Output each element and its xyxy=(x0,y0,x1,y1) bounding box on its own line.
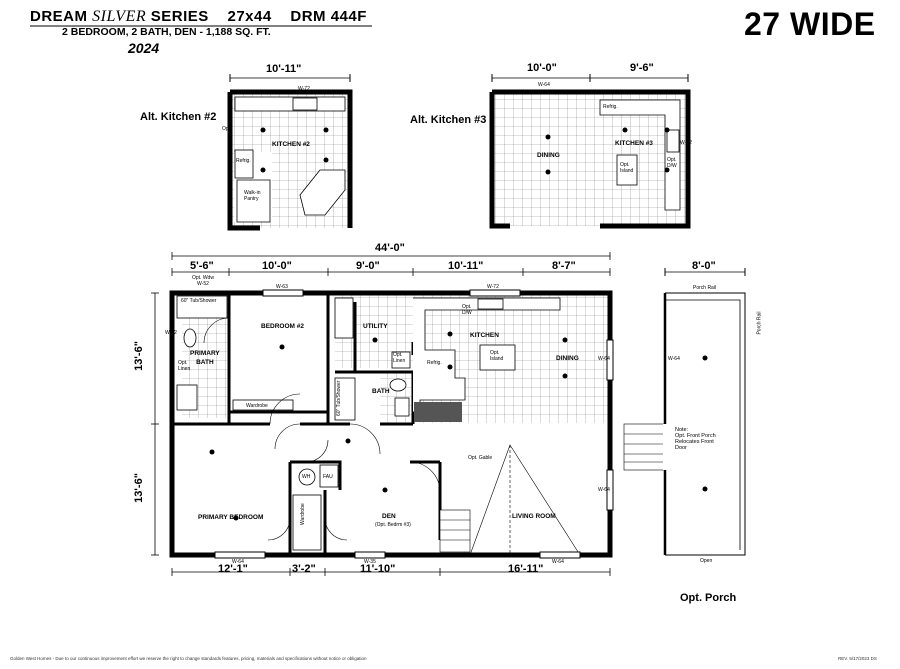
porch-plan xyxy=(623,268,746,556)
porch-rail-top: Porch Rail xyxy=(693,285,717,291)
utility-room: UTILITY xyxy=(363,323,388,330)
k3-refrig-label: Refrig. xyxy=(603,104,618,110)
top-dim-4: 10'-11" xyxy=(448,260,484,272)
bottom-dim-3: 11'-10" xyxy=(360,563,396,575)
opt-gable-note: Opt. Gable xyxy=(468,455,493,461)
w35-note: W-35 xyxy=(364,559,376,565)
left-dim-2: 13'-6" xyxy=(132,473,145,503)
alt-kitchen-3-plan xyxy=(489,74,691,229)
series-title-pre: DREAM xyxy=(30,8,93,25)
opt-island-note: Opt. Island xyxy=(490,350,504,362)
bottom-dim-4: 16'-11" xyxy=(508,563,544,575)
opt-linen-note-2: Opt. Linen xyxy=(178,360,191,372)
series-title-post: SERIES 27x44 DRM 444F xyxy=(146,8,367,25)
footer-revision: REV. 5/17/2023 DS xyxy=(838,656,877,661)
bottom-dim-2: 3'-2" xyxy=(292,563,316,575)
series-title: DREAM SILVER SERIES 27x44 DRM 444F xyxy=(30,8,367,26)
w63-note: W-63 xyxy=(276,284,288,290)
w72-note: W-72 xyxy=(487,284,499,290)
walk-in-pantry-label: Walk-in Pantry xyxy=(244,190,261,202)
opt-wdw-note: Opt. Wdw W-52 xyxy=(192,275,214,287)
opt-linen-note: Opt. Linen xyxy=(393,352,406,364)
dining-room: DINING xyxy=(556,355,579,362)
alt-kitchen-2-label: Alt. Kitchen #2 xyxy=(140,111,217,123)
kitchen-2-room: KITCHEN #2 xyxy=(272,141,310,148)
w52-note: W-52 xyxy=(165,330,177,336)
left-dim-1: 13'-6" xyxy=(132,341,145,371)
porch-dim: 8'-0" xyxy=(692,260,716,272)
wh-note: WH xyxy=(302,474,311,480)
k3-optdw-label: Opt. D/W xyxy=(667,157,677,169)
overall-width-dim: 44'-0" xyxy=(375,242,405,254)
k3-dining-room: DINING xyxy=(537,152,560,159)
primary-bedroom-room: PRIMARY BEDROOM xyxy=(198,514,264,521)
opt-dw-note: Opt. D/W xyxy=(462,304,472,316)
width-badge: 27 WIDE xyxy=(744,6,876,42)
refrig-note: Refrig. xyxy=(427,360,442,366)
den-room: DEN xyxy=(382,513,396,520)
wardrobe-note: Wardrobe xyxy=(246,403,268,409)
alt-kitchen-3-dim-b: 9'-6" xyxy=(630,62,654,74)
alt-kitchen-2-dim: 10'-11" xyxy=(266,63,302,75)
w64-note-a: W-64 xyxy=(598,356,610,362)
k3-island-label: Opt. Island xyxy=(620,162,634,174)
w64-note-b: W-64 xyxy=(598,487,610,493)
den-sub-label: (Opt. Bedrm #3) xyxy=(375,522,411,528)
tub-shower-note: 60" Tub/Shower xyxy=(181,298,217,304)
primary-bath-room: PRIMARY BATH xyxy=(190,350,220,366)
tub-shower-note-2: 60" Tub/Shower xyxy=(336,380,342,416)
porch-note: Note: Opt. Front Porch Relocates Front D… xyxy=(675,427,716,451)
living-room: LIVING ROOM xyxy=(512,513,556,520)
wardrobe-note-2: Wardrobe xyxy=(300,503,306,525)
top-dim-2: 10'-0" xyxy=(262,260,292,272)
fau-note: FAU xyxy=(323,474,333,480)
top-dim-3: 9'-0" xyxy=(356,260,380,272)
w64-note-c: W-64 xyxy=(232,559,244,565)
k2-refrig-label: Refrig. xyxy=(236,158,251,164)
alt-kitchen-2-plan xyxy=(227,74,353,231)
alt-kitchen-3-dim-a: 10'-0" xyxy=(527,62,557,74)
k3-window2-label: W-72 xyxy=(680,140,692,146)
bedroom-2-room: BEDROOM #2 xyxy=(261,323,304,330)
kitchen-room: KITCHEN xyxy=(470,332,499,339)
w64-note-d: W-64 xyxy=(552,559,564,565)
k2-opt-label: Opt. xyxy=(222,126,232,132)
top-dim-5: 8'-7" xyxy=(552,260,576,272)
kitchen-3-room: KITCHEN #3 xyxy=(615,140,653,147)
k3-window-label: W-64 xyxy=(538,82,550,88)
model-year: 2024 xyxy=(128,40,160,56)
porch-w64-label: W-64 xyxy=(668,356,680,362)
alt-kitchen-3-label: Alt. Kitchen #3 xyxy=(410,114,487,126)
main-floorplan xyxy=(169,289,614,559)
top-dim-1: 5'-6" xyxy=(190,260,214,272)
bottom-dim-1: 12'-1" xyxy=(218,563,248,575)
k2-window-label: W-72 xyxy=(298,86,310,92)
series-title-silver: SILVER xyxy=(92,8,147,25)
porch-rail-side: Porch Rail xyxy=(756,311,763,335)
footer-disclaimer: Golden West Homes - Due to our continuou… xyxy=(10,656,367,661)
porch-open-label: Open xyxy=(700,558,713,564)
main-dimension-lines xyxy=(151,252,611,576)
bath-room: BATH xyxy=(372,388,390,395)
opt-porch-label: Opt. Porch xyxy=(680,592,737,604)
specs-line: 2 BEDROOM, 2 BATH, DEN - 1,188 SQ. FT. xyxy=(62,26,271,38)
